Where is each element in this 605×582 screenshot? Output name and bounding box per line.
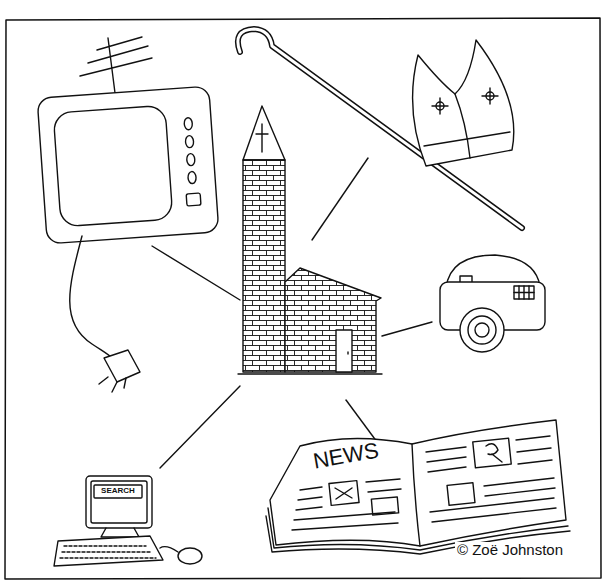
search-label: SEARCH [99, 487, 137, 496]
copyright-note: © Zoë Johnston [455, 542, 565, 559]
camera-drawing [475, 323, 489, 337]
mitre-drawing [413, 40, 514, 166]
television-drawing [185, 135, 194, 148]
camera-drawing [460, 308, 504, 352]
newspaper-drawing [430, 478, 556, 522]
church-drawing [238, 373, 382, 374]
mitre-drawing [482, 88, 498, 104]
church-drawing [285, 268, 381, 372]
computer-drawing [94, 485, 142, 498]
television-drawing [53, 105, 173, 227]
crozier-drawing [238, 29, 522, 228]
spoke-lines [160, 386, 240, 468]
headline: NEWS [309, 438, 382, 474]
mitre-drawing [455, 94, 470, 158]
computer-drawing [101, 528, 139, 537]
television-drawing [188, 171, 197, 184]
computer-drawing [178, 548, 202, 564]
newspaper-drawing [329, 481, 359, 506]
television-drawing [99, 377, 126, 392]
camera-drawing [468, 316, 496, 344]
church-drawing [243, 106, 285, 160]
camera-drawing [514, 286, 534, 299]
newspaper-drawing [447, 483, 475, 506]
television-drawing [104, 350, 140, 382]
television-drawing [80, 37, 152, 93]
television-drawing [37, 86, 219, 244]
church-drawing [238, 106, 382, 374]
television-drawing [186, 193, 201, 206]
computer-drawing [86, 476, 152, 528]
computer-drawing [91, 481, 147, 523]
church-drawing [243, 160, 285, 372]
television-drawing [37, 86, 219, 244]
newspaper-drawing [270, 420, 566, 546]
picture-frame [5, 18, 601, 579]
newspaper-drawing [426, 436, 552, 472]
spoke-lines [382, 322, 432, 336]
television-drawing [186, 153, 195, 166]
newspaper-drawing [371, 497, 398, 515]
television-drawing [184, 117, 193, 130]
mitre-drawing [424, 132, 510, 146]
church-drawing [256, 124, 268, 152]
mitre-drawing [432, 98, 448, 114]
television-drawing [37, 37, 219, 392]
crozier-drawing [238, 29, 522, 228]
computer-drawing [60, 546, 156, 558]
newspaper-drawing [292, 479, 401, 530]
crozier-drawing [238, 29, 522, 228]
computer-drawing [54, 536, 163, 566]
church-drawing [336, 330, 352, 372]
television-drawing [70, 236, 112, 358]
newspaper-drawing [486, 444, 502, 462]
computer-drawing [160, 547, 178, 552]
church-drawing [347, 352, 348, 354]
newspaper-drawing [412, 444, 420, 546]
newspaper-drawing [335, 488, 352, 499]
newspaper-drawing [473, 438, 512, 468]
spoke-lines [152, 246, 240, 300]
computer-drawing [54, 476, 202, 566]
camera-drawing [514, 286, 534, 299]
newspaper-drawing [266, 420, 570, 554]
mitre-drawing [413, 40, 514, 166]
camera-drawing [440, 255, 545, 352]
spoke-lines [312, 158, 368, 240]
